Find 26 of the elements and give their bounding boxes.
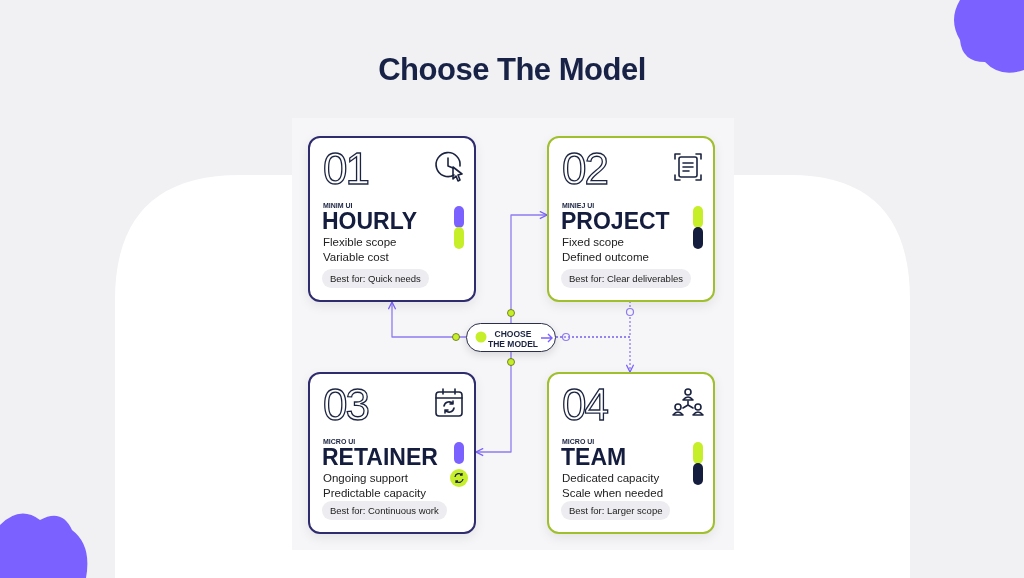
card-heading: RETAINER <box>322 444 438 471</box>
model-card <box>547 372 715 534</box>
model-card <box>308 136 476 302</box>
step-number: 01 <box>323 146 368 192</box>
tag-chip: Best for: Continuous work <box>322 501 447 520</box>
title: Choose The Model <box>377 52 647 88</box>
step-number: 02 <box>562 146 607 192</box>
connector-arrow <box>475 351 512 457</box>
card-description: Flexible scope Variable cost <box>323 235 398 264</box>
tag-chip: Best for: Quick needs <box>322 269 429 288</box>
choice-pill <box>466 323 556 352</box>
card-heading: PROJECT <box>561 208 670 235</box>
card-heading: TEAM <box>561 444 627 471</box>
step-number: 03 <box>323 382 368 428</box>
pill-label: CHOOSE THE MODEL <box>487 329 539 349</box>
tag-chip: Best for: Clear deliverables <box>561 269 692 288</box>
tag-chip: Best for: Larger scope <box>561 501 671 520</box>
model-card <box>547 136 715 302</box>
connector-arrow <box>387 301 467 338</box>
card-description: Ongoing support Predictable capacity <box>323 471 427 500</box>
connector-arrow <box>510 210 548 324</box>
step-number: 04 <box>562 382 607 428</box>
card-description: Dedicated capacity Scale when needed <box>562 471 665 500</box>
card-description: Fixed scope Defined outcome <box>562 235 650 264</box>
card-heading: HOURLY <box>322 208 417 235</box>
model-card <box>308 372 476 534</box>
